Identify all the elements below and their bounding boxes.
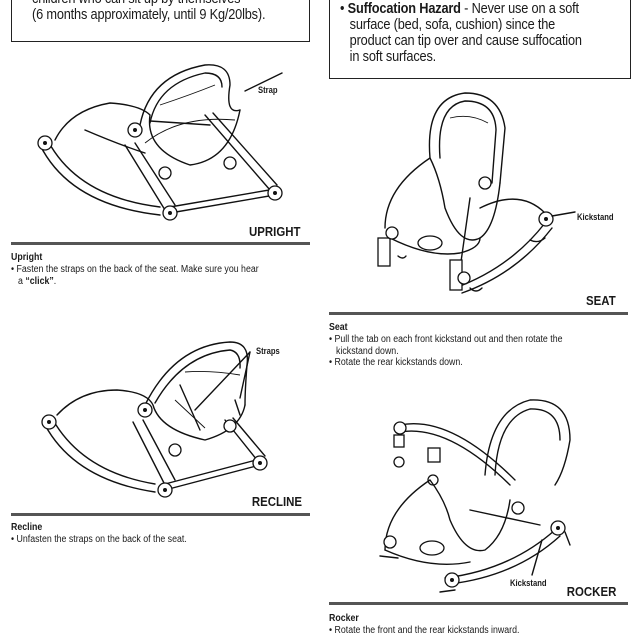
callout-strap: Strap <box>258 85 278 95</box>
divider-rocker <box>329 602 628 605</box>
warning-text-age: children who can sit up by themselves (6… <box>32 0 266 23</box>
instruction-line: • Fasten the straps on the back of the s… <box>11 264 259 275</box>
bullet-icon: • <box>340 1 345 17</box>
instruction-text: . <box>53 275 57 287</box>
instruction-line: • Rotate the front and the rear kickstan… <box>329 625 520 636</box>
warning-line: - Never use on a soft <box>460 1 579 17</box>
click-emphasis: “click” <box>25 275 54 287</box>
rocker-seat-illustration-icon <box>377 92 576 294</box>
heading-seat: SEAT <box>586 293 616 308</box>
divider-upright <box>11 242 310 245</box>
section-body-rocker: • Rotate the front and the rear kickstan… <box>329 625 519 637</box>
warning-line: surface (bed, sofa, cushion) since the <box>349 17 556 33</box>
section-body-upright: • Fasten the straps on the back of the s… <box>11 264 259 287</box>
divider-seat <box>329 312 628 315</box>
instruction-line: • Rotate the rear kickstands down. <box>329 357 463 368</box>
rocker-rocker-illustration-icon <box>379 399 571 593</box>
warning-line: (6 months approximately, until 9 Kg/20lb… <box>32 7 266 23</box>
section-title-seat: Seat <box>329 322 348 333</box>
warning-line: children who can sit up by themselves <box>32 0 265 7</box>
instruction-line: a “click”. <box>11 276 259 288</box>
instruction-line: kickstand down. <box>336 345 399 357</box>
rocker-recline-illustration-icon <box>41 341 268 498</box>
section-title-upright: Upright <box>11 252 43 263</box>
warning-line: product can tip over and cause suffocati… <box>349 33 582 49</box>
heading-rocker: ROCKER <box>566 584 616 599</box>
warning-line-clipped: or tip over. Use only on a floor. <box>340 0 582 1</box>
warning-box-age: children who can sit up by themselves (6… <box>11 0 310 42</box>
hazard-title: Suffocation Hazard <box>347 1 461 17</box>
section-body-recline: • Unfasten the straps on the back of the… <box>11 534 187 546</box>
section-body-seat: • Pull the tab on each front kickstand o… <box>329 334 563 369</box>
callout-kickstand-seat: Kickstand <box>577 212 614 222</box>
section-title-rocker: Rocker <box>329 613 359 624</box>
instruction-line: • Pull the tab on each front kickstand o… <box>329 334 563 345</box>
instruction-line: • Unfasten the straps on the back of the… <box>11 534 187 545</box>
heading-recline: RECLINE <box>251 494 302 509</box>
warning-box-suffocation: or tip over. Use only on a floor. • Suff… <box>329 0 631 79</box>
section-title-recline: Recline <box>11 522 43 533</box>
warning-bullet: • Suffocation Hazard - Never use on a so… <box>340 1 582 17</box>
callout-kickstand-rocker: Kickstand <box>510 578 547 588</box>
instruction-text: a <box>18 275 26 287</box>
warning-line: in soft surfaces. <box>349 49 437 65</box>
callout-straps: Straps <box>256 346 280 356</box>
warning-text-suffocation: or tip over. Use only on a floor. • Suff… <box>340 0 582 65</box>
divider-recline <box>11 513 310 516</box>
rocker-upright-illustration-icon <box>37 64 283 221</box>
heading-upright: UPRIGHT <box>248 224 300 239</box>
